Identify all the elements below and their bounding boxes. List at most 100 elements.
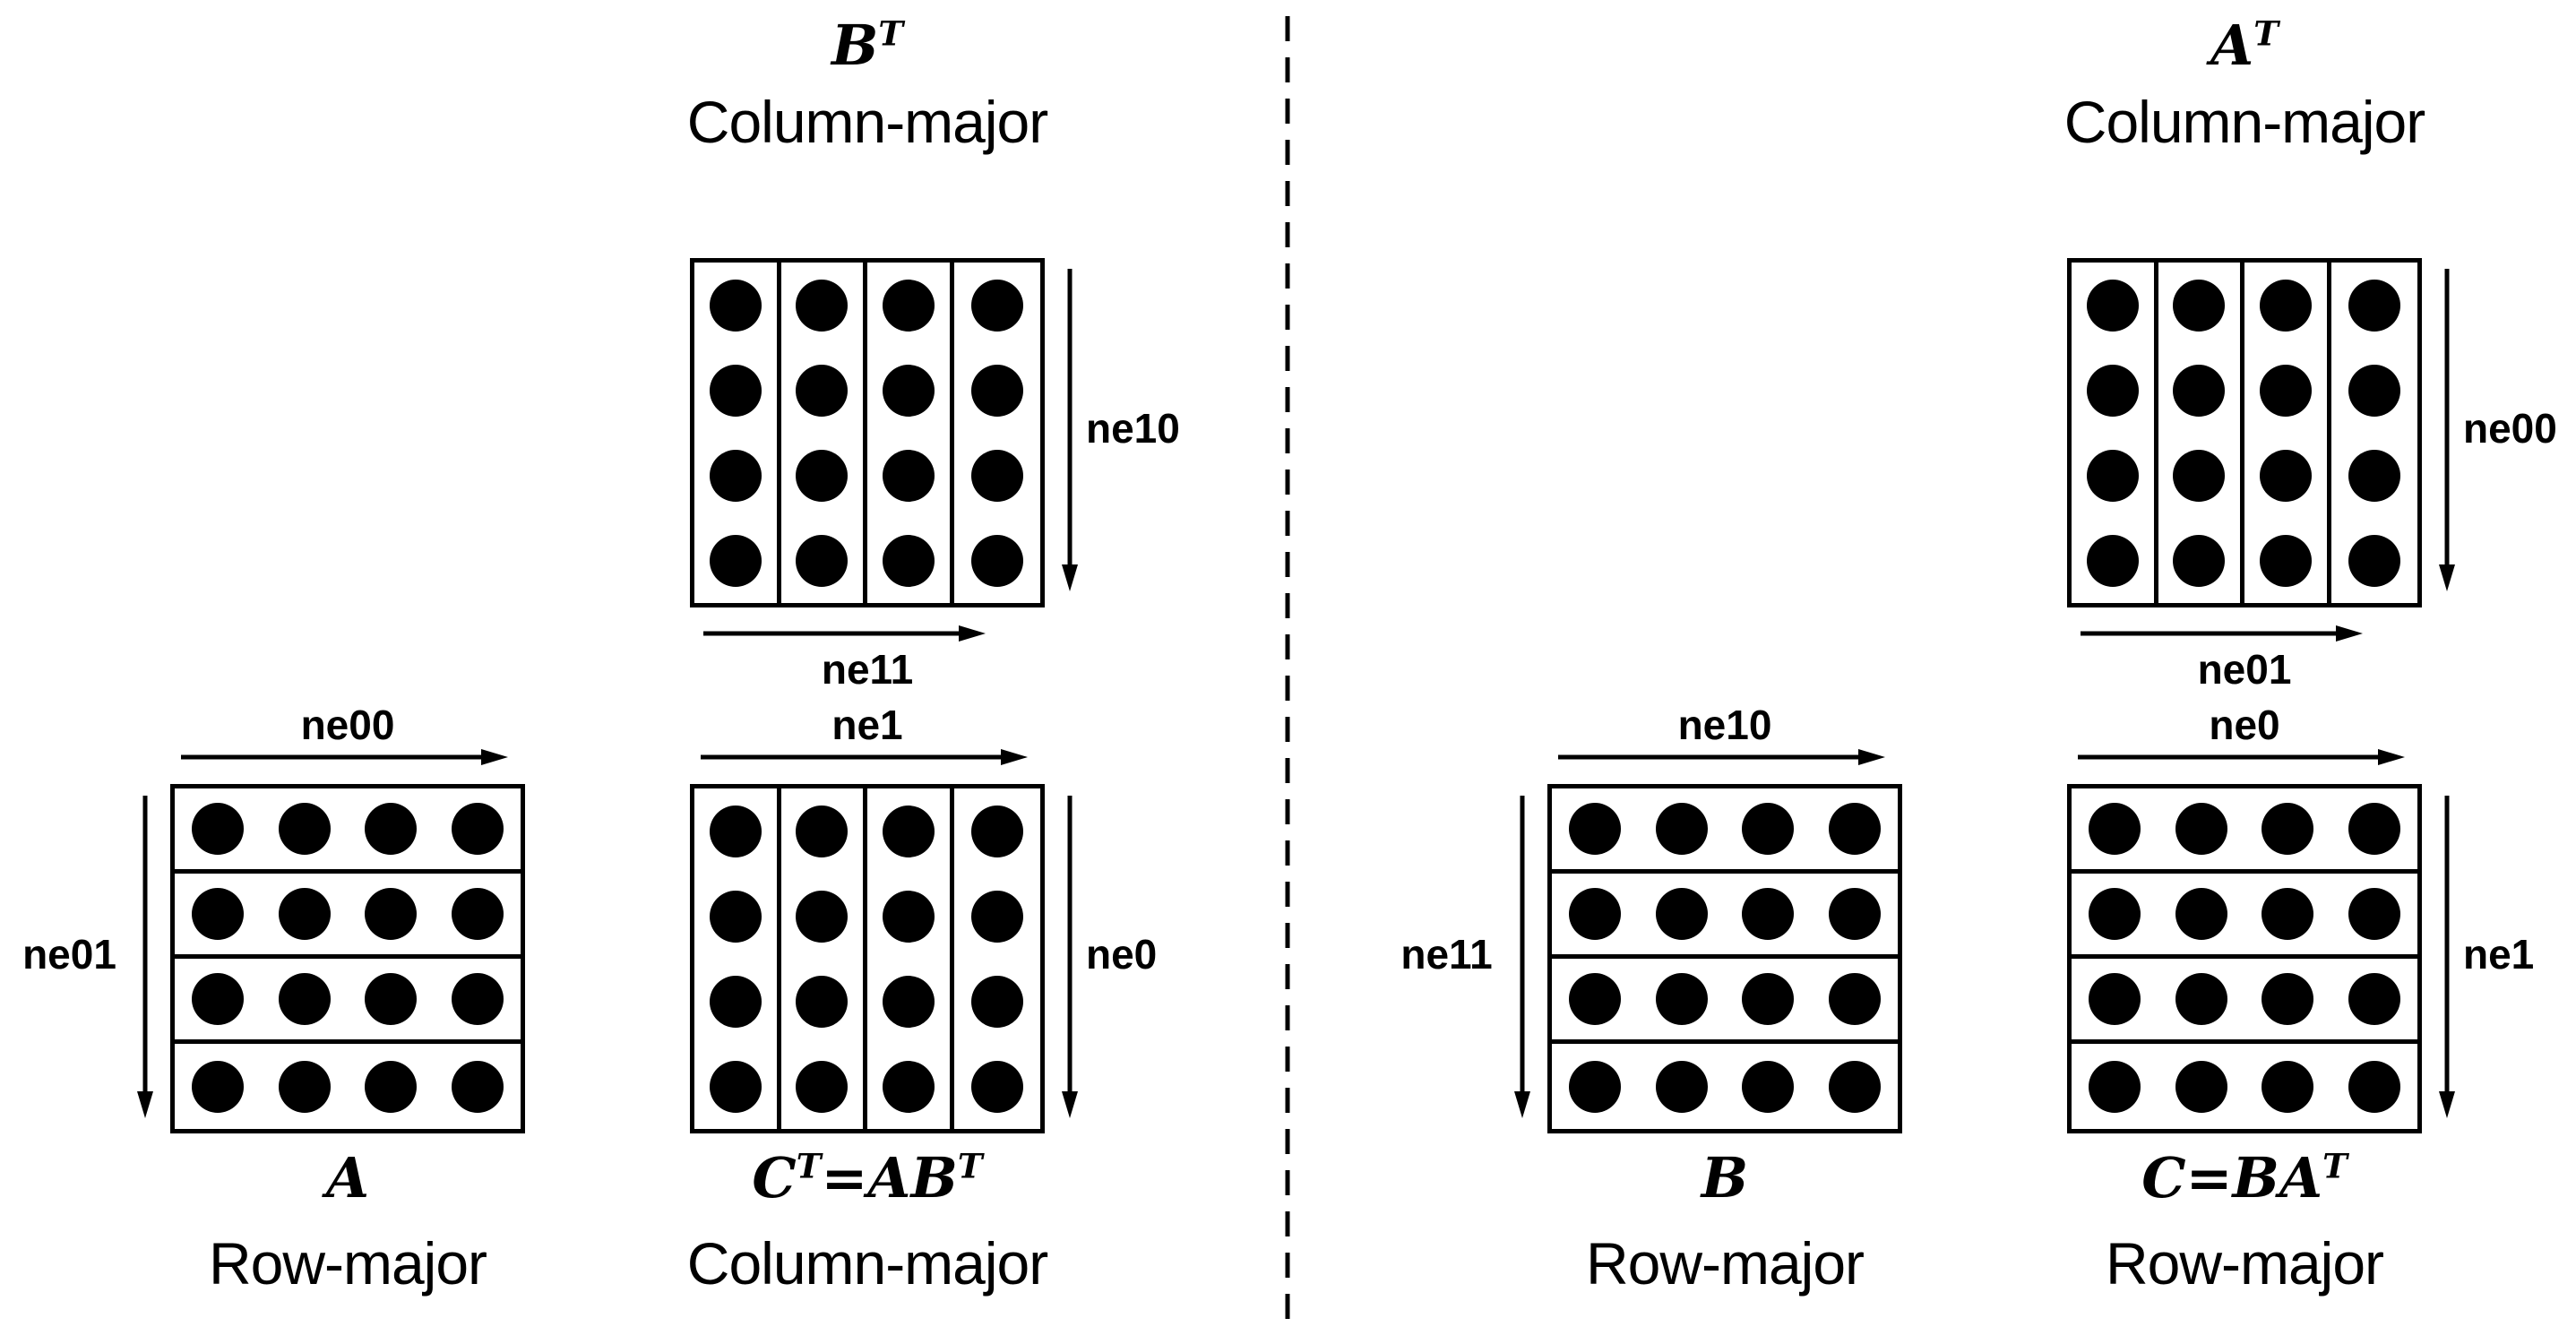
matrix-cell: [2244, 518, 2331, 603]
left-ne0-label: ne0: [1086, 931, 1158, 978]
matrix-cell: [694, 959, 781, 1044]
matrix-dot: [2259, 449, 2312, 502]
matrix-cell: [1725, 874, 1812, 959]
matrix-cell: [2244, 1044, 2331, 1129]
arrow-down-icon: [1062, 796, 1078, 1118]
matrix-cell: [867, 1044, 954, 1129]
matrix-dot: [1828, 973, 1881, 1025]
matrix-cell: [867, 433, 954, 518]
matrix-dot: [2089, 1060, 2141, 1113]
matrix-dot: [970, 805, 1023, 857]
matrix-dot: [2089, 803, 2141, 855]
matrix-dot: [278, 1060, 331, 1113]
matrix-dot: [709, 975, 762, 1028]
matrix-dot: [796, 279, 849, 332]
matrix-cell: [348, 959, 435, 1044]
matrix-dot: [2348, 973, 2400, 1025]
matrix-cell: [781, 1044, 867, 1129]
arrow-right-icon: [181, 749, 508, 765]
matrix-cell: [1552, 874, 1639, 959]
matrix-dot: [2348, 279, 2400, 332]
matrix-cell: [348, 874, 435, 959]
matrix-dot: [882, 1060, 935, 1113]
matrix-dot: [1742, 888, 1795, 940]
matrix-cell: [2330, 874, 2417, 959]
matrix-dot: [882, 975, 935, 1028]
matrix-dot: [2348, 449, 2400, 502]
matrix-dot: [2086, 534, 2139, 587]
left-ne00-label: ne00: [300, 702, 395, 748]
panel-divider: [1285, 16, 1290, 1335]
matrix-cell: [2158, 788, 2244, 874]
matrix-cell: [2072, 959, 2158, 1044]
matrix-cell: [867, 263, 954, 348]
left-ne10-label: ne10: [1086, 405, 1180, 452]
matrix-cell: [781, 263, 867, 348]
matrix-c-transpose-title: CT=ABT: [599, 1145, 1136, 1210]
matrix-a-subtitle: Row-major: [208, 1230, 487, 1297]
matrix-cell: [694, 263, 781, 348]
matrix-dot: [882, 890, 935, 943]
matrix-dot: [1828, 888, 1881, 940]
matrix-dot: [1828, 803, 1881, 855]
matrix-c-transpose-subtitle: Column-major: [686, 1230, 1048, 1297]
matrix-a-title: A: [79, 1145, 616, 1210]
matrix-cell: [1812, 1044, 1899, 1129]
matrix-dot: [970, 279, 1023, 332]
matrix-cell: [867, 518, 954, 603]
matrix-cell: [2244, 788, 2331, 874]
matrix-dot: [2348, 888, 2400, 940]
matrix-dot: [796, 364, 849, 417]
matrix-dot: [2175, 973, 2227, 1025]
matrix-cell: [2158, 433, 2244, 518]
matrix-dot: [2262, 1060, 2314, 1113]
matrix-c-transpose-grid: [690, 784, 1045, 1133]
matrix-cell: [2158, 1044, 2245, 1129]
matrix-c-grid: [2067, 784, 2422, 1133]
matrix-cell: [2072, 1044, 2158, 1129]
matrix-cell: [1639, 1044, 1726, 1129]
matrix-dot: [2348, 534, 2400, 587]
title-text: C: [752, 1145, 797, 1210]
matrix-cell: [2331, 348, 2418, 433]
right-ne00-label: ne00: [2463, 405, 2557, 452]
matrix-dot: [2262, 888, 2314, 940]
arrow-down-icon: [2439, 796, 2455, 1118]
matrix-cell: [2331, 263, 2418, 348]
title-superscript: T: [2253, 13, 2279, 54]
matrix-cell: [954, 788, 1041, 874]
matrix-cell: [694, 1044, 781, 1129]
matrix-cell: [435, 1044, 521, 1129]
matrix-b-transpose-subtitle: Column-major: [686, 89, 1048, 155]
matrix-dot: [2259, 364, 2312, 417]
matrix-b-subtitle: Row-major: [1585, 1230, 1865, 1297]
matrix-dot: [365, 888, 418, 940]
matrix-dot: [365, 973, 418, 1025]
matrix-cell: [1811, 874, 1898, 959]
matrix-b-title: B: [1456, 1145, 1994, 1210]
matrix-a-transpose-grid: [2067, 258, 2422, 607]
matrix-cell: [2244, 348, 2331, 433]
matrix-cell: [2331, 1044, 2418, 1129]
matrix-cell: [867, 788, 954, 874]
matrix-dot: [882, 449, 935, 502]
matrix-cell: [2244, 263, 2331, 348]
matrix-cell: [2330, 788, 2417, 874]
matrix-dot: [882, 364, 935, 417]
matrix-a-transpose-subtitle: Column-major: [2063, 89, 2425, 155]
matrix-cell: [781, 959, 867, 1044]
matrix-cell: [781, 788, 867, 874]
matrix-dot: [1655, 973, 1708, 1025]
matrix-dot: [796, 805, 849, 857]
matrix-dot: [2086, 364, 2139, 417]
matrix-dot: [970, 975, 1023, 1028]
matrix-cell: [261, 874, 348, 959]
matrix-cell: [1552, 959, 1639, 1044]
matrix-dot: [970, 890, 1023, 943]
matrix-cell: [2072, 433, 2158, 518]
matrix-dot: [709, 890, 762, 943]
title-text: B: [1701, 1145, 1749, 1210]
arrow-right-icon: [1558, 749, 1885, 765]
matrix-cell: [434, 874, 521, 959]
